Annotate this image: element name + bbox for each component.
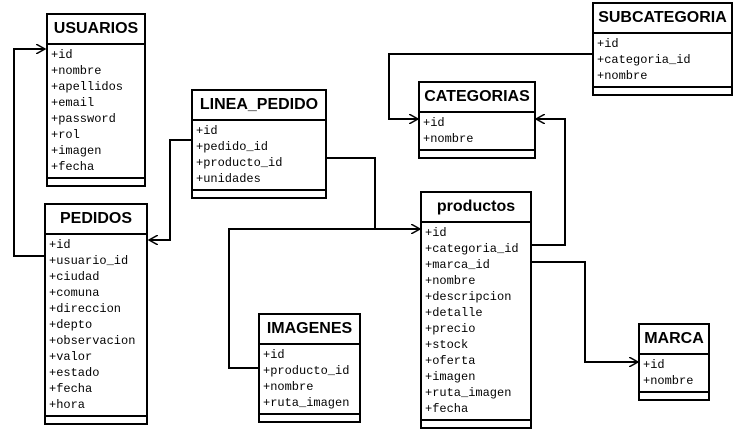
- attribute-marca-id: +marca_id: [425, 258, 490, 272]
- attribute-categoria-id: +categoria_id: [425, 242, 519, 256]
- attribute-precio: +precio: [425, 322, 476, 336]
- attribute-fecha: +fecha: [49, 382, 93, 396]
- entity-linea-pedido[interactable]: LINEA_PEDIDO +id +pedido_id +producto_id…: [191, 89, 327, 199]
- entity-subcategoria[interactable]: SUBCATEGORIA +id +categoria_id +nombre: [592, 2, 733, 96]
- attribute-list: +id +nombre +apellidos +email +password …: [48, 45, 144, 179]
- attribute-apellidos: +apellidos: [51, 80, 124, 94]
- attribute-id: +id: [423, 116, 445, 130]
- methods-section: [193, 191, 325, 197]
- attribute-ruta-imagen: +ruta_imagen: [263, 396, 350, 410]
- entity-title: LINEA_PEDIDO: [193, 91, 325, 121]
- attribute-list: +id +usuario_id +ciudad +comuna +direcci…: [46, 235, 146, 417]
- attribute-direccion: +direccion: [49, 302, 122, 316]
- attribute-list: +id +pedido_id +producto_id +unidades: [193, 121, 325, 191]
- attribute-ciudad: +ciudad: [49, 270, 100, 284]
- attribute-id: +id: [263, 348, 285, 362]
- entity-title: MARCA: [640, 325, 708, 355]
- attribute-email: +email: [51, 96, 95, 110]
- entity-title: productos: [422, 193, 530, 223]
- attribute-list: +id +categoria_id +nombre: [594, 34, 731, 88]
- link-imagenes-productos: [228, 228, 375, 369]
- attribute-nombre: +nombre: [263, 380, 314, 394]
- attribute-detalle: +detalle: [425, 306, 483, 320]
- entity-title: USUARIOS: [48, 15, 144, 45]
- entity-imagenes[interactable]: IMAGENES +id +producto_id +nombre +ruta_…: [258, 313, 361, 423]
- attribute-estado: +estado: [49, 366, 100, 380]
- attribute-id: +id: [425, 226, 447, 240]
- attribute-producto-id: +producto_id: [263, 364, 350, 378]
- attribute-list: +id +categoria_id +marca_id +nombre +des…: [422, 223, 530, 421]
- link-linea-productos: [327, 157, 420, 229]
- attribute-fecha: +fecha: [425, 402, 469, 416]
- attribute-nombre: +nombre: [597, 69, 648, 83]
- entity-usuarios[interactable]: USUARIOS +id +nombre +apellidos +email +…: [46, 13, 146, 187]
- attribute-stock: +stock: [425, 338, 469, 352]
- attribute-observacion: +observacion: [49, 334, 136, 348]
- methods-section: [420, 151, 534, 157]
- entity-title: SUBCATEGORIA: [594, 4, 731, 34]
- link-productos-categorias: [532, 119, 566, 246]
- attribute-ruta-imagen: +ruta_imagen: [425, 386, 512, 400]
- attribute-password: +password: [51, 112, 116, 126]
- attribute-usuario-id: +usuario_id: [49, 254, 129, 268]
- attribute-nombre: +nombre: [51, 64, 102, 78]
- attribute-id: +id: [49, 238, 71, 252]
- attribute-rol: +rol: [51, 128, 80, 142]
- entity-title: IMAGENES: [260, 315, 359, 345]
- methods-section: [640, 393, 708, 399]
- attribute-imagen: +imagen: [51, 144, 102, 158]
- methods-section: [422, 421, 530, 427]
- attribute-nombre: +nombre: [643, 374, 694, 388]
- methods-section: [260, 415, 359, 421]
- attribute-valor: +valor: [49, 350, 93, 364]
- attribute-pedido-id: +pedido_id: [196, 140, 269, 154]
- attribute-id: +id: [597, 37, 619, 51]
- attribute-list: +id +producto_id +nombre +ruta_imagen: [260, 345, 359, 415]
- methods-section: [594, 88, 731, 94]
- attribute-fecha: +fecha: [51, 160, 95, 174]
- attribute-id: +id: [643, 358, 665, 372]
- attribute-depto: +depto: [49, 318, 93, 332]
- attribute-list: +id +nombre: [420, 113, 534, 151]
- attribute-id: +id: [51, 48, 73, 62]
- attribute-oferta: +oferta: [425, 354, 476, 368]
- attribute-categoria-id: +categoria_id: [597, 53, 691, 67]
- methods-section: [48, 179, 144, 185]
- link-usuarios-pedidos: [13, 49, 45, 257]
- attribute-comuna: +comuna: [49, 286, 100, 300]
- link-linea-pedidos: [149, 139, 191, 240]
- methods-section: [46, 417, 146, 423]
- entity-title: PEDIDOS: [46, 205, 146, 235]
- attribute-unidades: +unidades: [196, 172, 261, 186]
- attribute-imagen: +imagen: [425, 370, 476, 384]
- attribute-producto-id: +producto_id: [196, 156, 283, 170]
- entity-productos[interactable]: productos +id +categoria_id +marca_id +n…: [420, 191, 532, 429]
- link-subcategoria-categorias: [388, 53, 592, 119]
- entity-categorias[interactable]: CATEGORIAS +id +nombre: [418, 81, 536, 159]
- entity-pedidos[interactable]: PEDIDOS +id +usuario_id +ciudad +comuna …: [44, 203, 148, 425]
- attribute-id: +id: [196, 124, 218, 138]
- entity-title: CATEGORIAS: [420, 83, 534, 113]
- attribute-nombre: +nombre: [425, 274, 476, 288]
- attribute-hora: +hora: [49, 398, 86, 412]
- attribute-descripcion: +descripcion: [425, 290, 512, 304]
- attribute-nombre: +nombre: [423, 132, 474, 146]
- entity-marca[interactable]: MARCA +id +nombre: [638, 323, 710, 401]
- link-productos-marca: [532, 261, 638, 362]
- attribute-list: +id +nombre: [640, 355, 708, 393]
